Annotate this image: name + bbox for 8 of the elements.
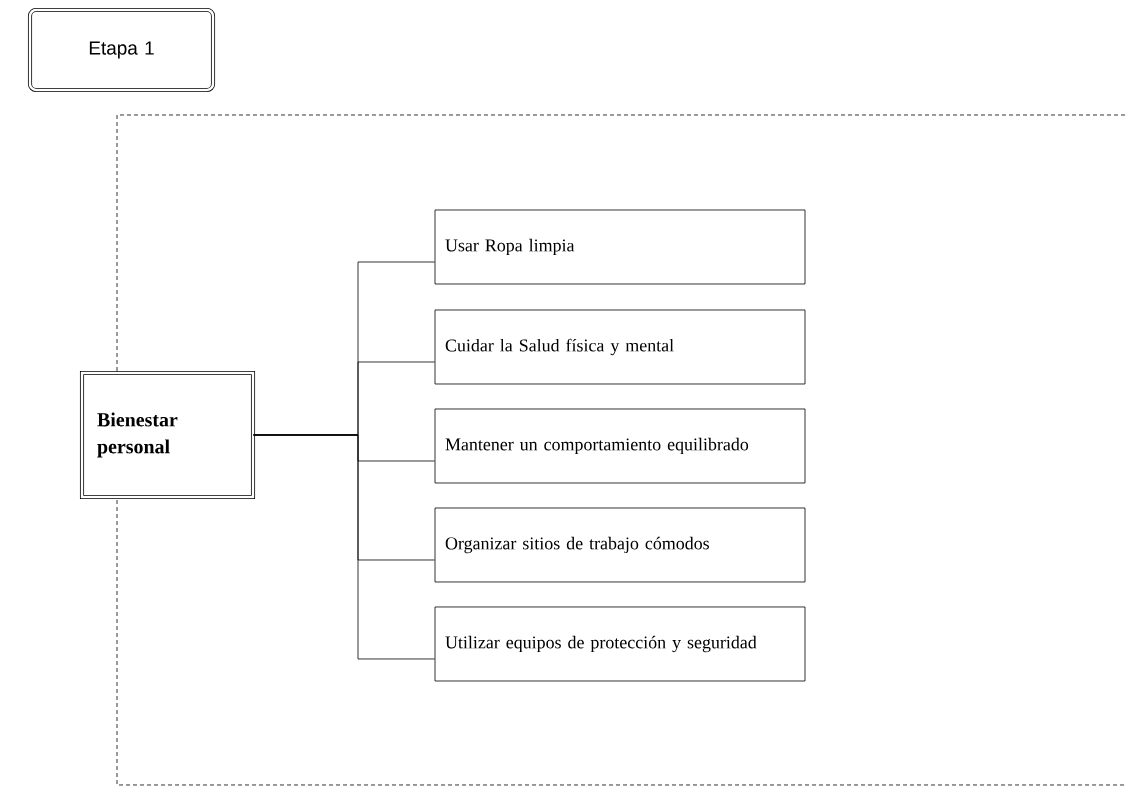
stage-tab: Etapa 1: [27, 7, 216, 93]
item-box: Mantener un comportamiento equilibrado: [434, 408, 806, 484]
topic-box: Bienestar personal: [79, 370, 256, 500]
item-box: Organizar sitios de trabajo cómodos: [434, 507, 806, 583]
item-box: Utilizar equipos de protección y seguridad: [434, 606, 806, 682]
item-box: Cuidar la Salud física y mental: [434, 309, 806, 385]
item-box: Usar Ropa limpia: [434, 209, 806, 285]
connector-line: [253, 434, 435, 660]
